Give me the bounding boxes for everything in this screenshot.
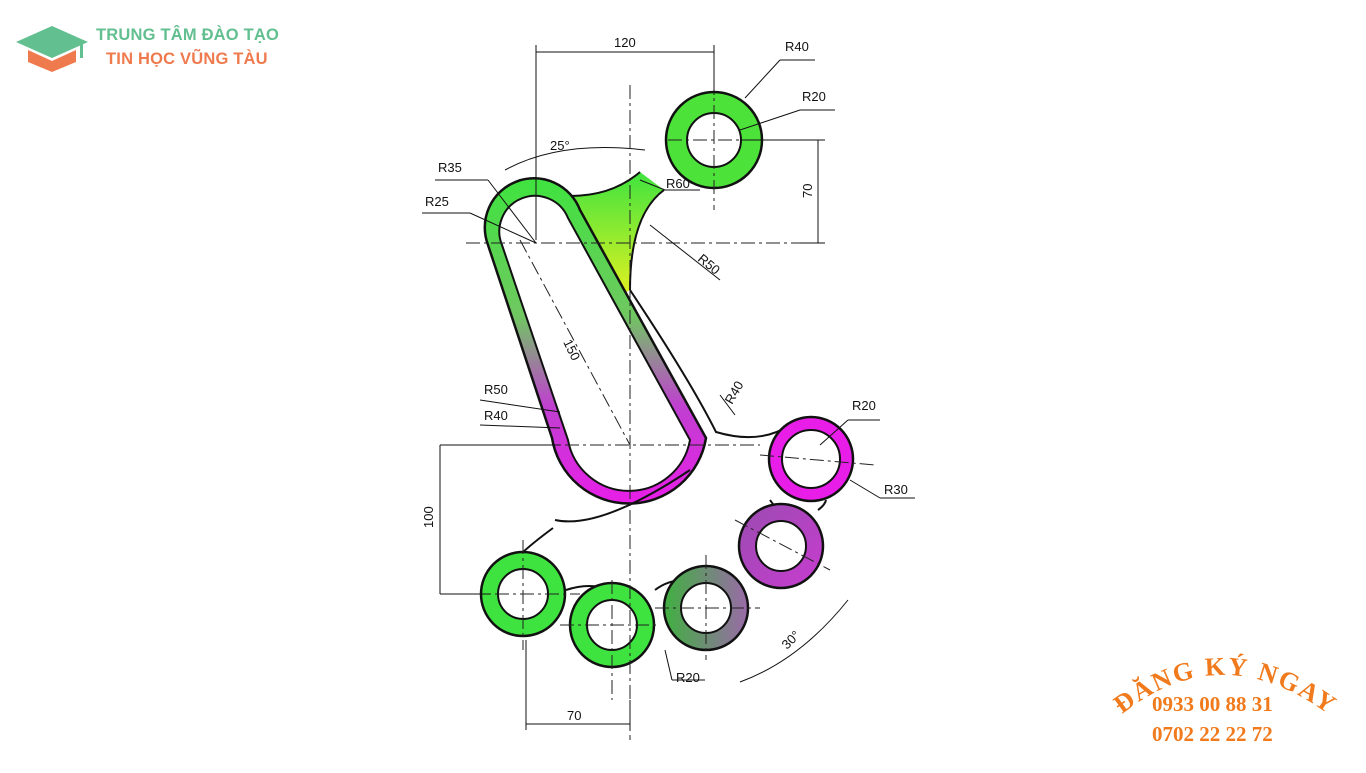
dim-r20-bottom: R20 — [676, 670, 700, 685]
dim-angle-25: 25° — [550, 138, 570, 153]
dimension-lines — [422, 45, 915, 730]
register-phone-2: 0702 22 22 72 — [1152, 722, 1273, 746]
register-phone-1: 0933 00 88 31 — [1152, 692, 1273, 716]
dim-70-right: 70 — [800, 184, 815, 198]
dim-r20-top: R20 — [802, 89, 826, 104]
dim-r40-top: R40 — [785, 39, 809, 54]
dim-r40-left: R40 — [484, 408, 508, 423]
register-badge: ĐĂNG KÝ NGAY 0933 00 88 31 0702 22 22 72 — [1090, 640, 1366, 768]
dim-120: 120 — [614, 35, 636, 50]
dim-r60: R60 — [666, 176, 690, 191]
dim-100: 100 — [421, 506, 436, 528]
centerlines — [466, 80, 876, 740]
logo-line-2: TIN HỌC VŨNG TÀU — [106, 50, 268, 68]
dim-r30: R30 — [884, 482, 908, 497]
graduation-cap-icon — [16, 26, 88, 72]
logo: TRUNG TÂM ĐÀO TẠO TIN HỌC VŨNG TÀU — [14, 20, 304, 82]
dim-r25: R25 — [425, 194, 449, 209]
dim-r20-right: R20 — [852, 398, 876, 413]
register-label: ĐĂNG KÝ NGAY — [1108, 652, 1341, 720]
ring-4 — [737, 502, 825, 590]
web-fillet-right — [629, 189, 665, 291]
web-fillet-left — [569, 171, 641, 197]
dim-70-bottom: 70 — [567, 708, 581, 723]
logo-line-1: TRUNG TÂM ĐÀO TẠO — [96, 26, 280, 44]
dim-r35: R35 — [438, 160, 462, 175]
web-fill — [570, 172, 664, 300]
dim-r40-arc: R40 — [722, 378, 747, 406]
hub-arc — [554, 469, 691, 523]
dim-r50-upper: R50 — [695, 251, 723, 278]
dim-r50-left: R50 — [484, 382, 508, 397]
